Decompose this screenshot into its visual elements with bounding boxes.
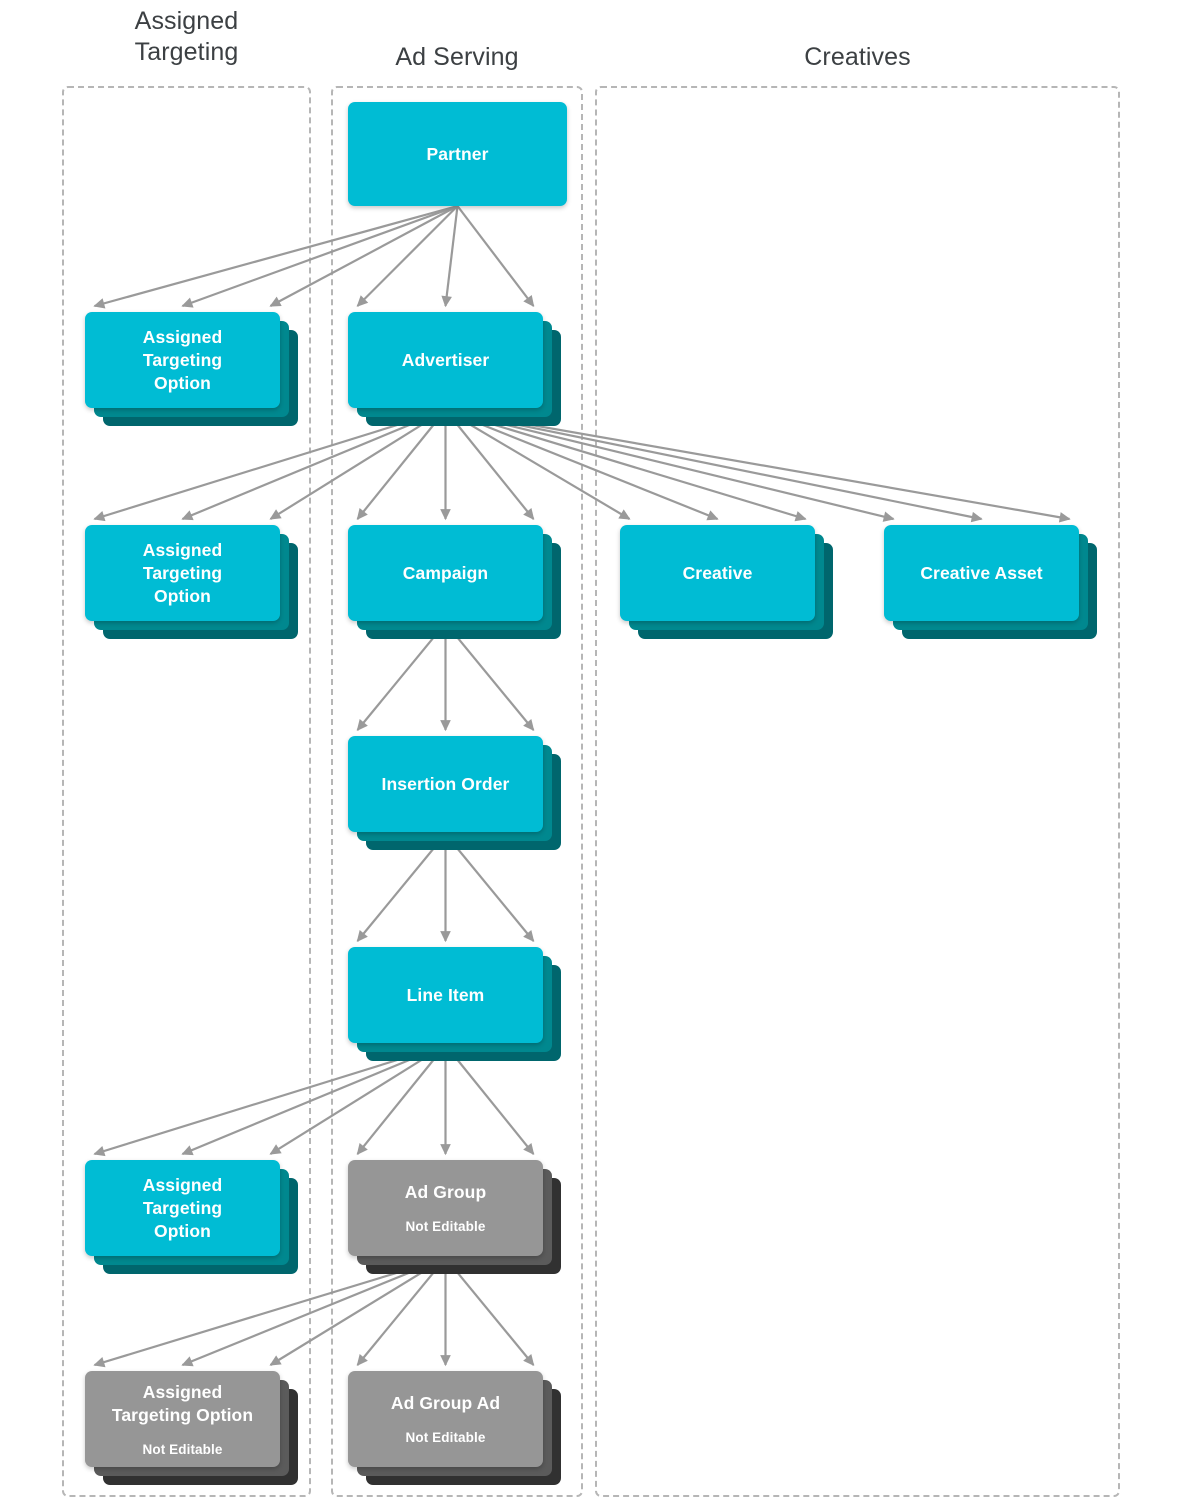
node-card-ad-group-ad[interactable]: Ad Group Ad Not Editable — [348, 1371, 543, 1467]
node-line-item[interactable]: Line Item — [348, 947, 561, 1061]
node-title: Assigned Targeting Option — [111, 1381, 254, 1425]
column-header-creatives: Creatives — [804, 43, 911, 71]
node-creative[interactable]: Creative — [620, 525, 833, 639]
node-card-assigned-targeting-option-partner[interactable]: Assigned Targeting Option — [85, 312, 280, 408]
node-card-creative-asset[interactable]: Creative Asset — [884, 525, 1079, 621]
node-title: Partner — [426, 143, 489, 164]
node-card-insertion-order[interactable]: Insertion Order — [348, 736, 543, 832]
swimlane-assigned-targeting — [62, 86, 311, 1497]
node-insertion-order[interactable]: Insertion Order — [348, 736, 561, 850]
node-title: Ad Group — [404, 1182, 487, 1202]
node-title: Assigned Targeting Option — [142, 1174, 223, 1241]
column-header-ad-serving: Ad Serving — [395, 43, 519, 71]
node-card-assigned-targeting-option-advertiser[interactable]: Assigned Targeting Option — [85, 525, 280, 621]
node-card-partner[interactable]: Partner — [348, 102, 567, 206]
node-assigned-targeting-option-line-item[interactable]: Assigned Targeting Option — [85, 1160, 298, 1274]
node-title: Creative Asset — [920, 562, 1043, 583]
node-card-line-item[interactable]: Line Item — [348, 947, 543, 1043]
node-badge-not-editable: Not Editable — [405, 1430, 486, 1445]
node-card-creative[interactable]: Creative — [620, 525, 815, 621]
swimlane-ad-serving — [331, 86, 583, 1497]
node-badge-not-editable: Not Editable — [405, 1219, 486, 1234]
node-badge-not-editable: Not Editable — [142, 1441, 223, 1457]
node-creative-asset[interactable]: Creative Asset — [884, 525, 1097, 639]
node-assigned-targeting-option-advertiser[interactable]: Assigned Targeting Option — [85, 525, 298, 639]
column-header-assigned-targeting: Assigned Targeting — [134, 7, 239, 66]
node-partner[interactable]: Partner — [348, 102, 567, 206]
node-title: Line Item — [406, 984, 485, 1005]
node-title: Assigned Targeting Option — [142, 326, 223, 393]
node-title: Advertiser — [401, 349, 490, 370]
node-title: Campaign — [402, 562, 489, 583]
node-title: Ad Group Ad — [390, 1393, 501, 1413]
node-title: Insertion Order — [381, 773, 510, 794]
node-card-advertiser[interactable]: Advertiser — [348, 312, 543, 408]
node-ad-group-ad[interactable]: Ad Group Ad Not Editable — [348, 1371, 561, 1485]
node-card-campaign[interactable]: Campaign — [348, 525, 543, 621]
swimlane-creatives — [595, 86, 1120, 1497]
node-title: Creative — [682, 562, 753, 583]
node-advertiser[interactable]: Advertiser — [348, 312, 561, 426]
node-card-assigned-targeting-option-line-item[interactable]: Assigned Targeting Option — [85, 1160, 280, 1256]
node-campaign[interactable]: Campaign — [348, 525, 561, 639]
node-assigned-targeting-option-partner[interactable]: Assigned Targeting Option — [85, 312, 298, 426]
node-title: Assigned Targeting Option — [142, 539, 223, 606]
